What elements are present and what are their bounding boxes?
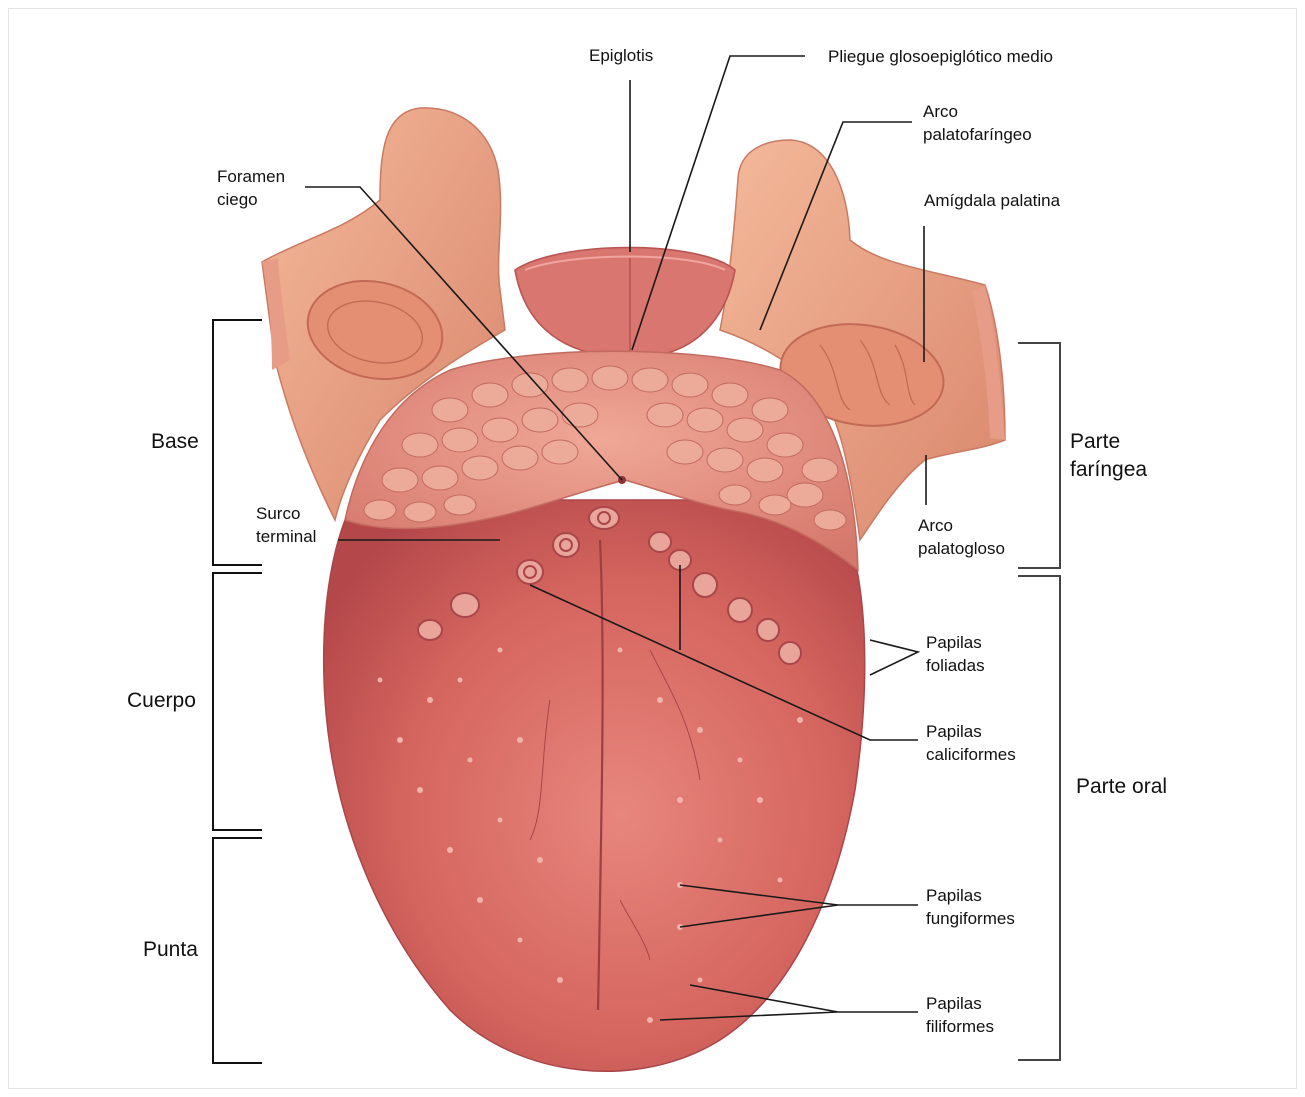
bracket-parte-oral <box>1018 576 1060 1060</box>
label-epiglotis: Epiglotis <box>589 44 653 67</box>
region-cuerpo: Cuerpo <box>127 687 196 715</box>
bracket-punta <box>213 838 262 1063</box>
label-papilas-caliciformes: Papilas caliciformes <box>926 720 1016 766</box>
region-parte-oral: Parte oral <box>1076 773 1167 801</box>
label-surco-terminal: Surco terminal <box>256 502 316 548</box>
bracket-cuerpo <box>213 573 262 830</box>
tongue-body <box>324 500 865 1071</box>
region-base: Base <box>151 428 199 456</box>
label-papilas-filiformes: Papilas filiformes <box>926 992 994 1038</box>
region-parte-faringea: Parte faríngea <box>1070 428 1147 484</box>
label-arco-palatogloso: Arco palatogloso <box>918 514 1005 560</box>
region-punta: Punta <box>143 936 198 964</box>
bracket-parte-faringea <box>1018 343 1060 568</box>
bracket-base <box>213 320 262 565</box>
label-papilas-fungiformes: Papilas fungiformes <box>926 884 1015 930</box>
label-foramen-ciego: Foramen ciego <box>217 165 285 211</box>
label-arco-palatofaringeo: Arco palatofaríngeo <box>923 100 1032 146</box>
label-amigdala-palatina: Amígdala palatina <box>924 189 1060 212</box>
label-papilas-foliadas: Papilas foliadas <box>926 631 985 677</box>
label-pliegue-glosoepiglotico: Pliegue glosoepiglótico medio <box>828 45 1053 68</box>
